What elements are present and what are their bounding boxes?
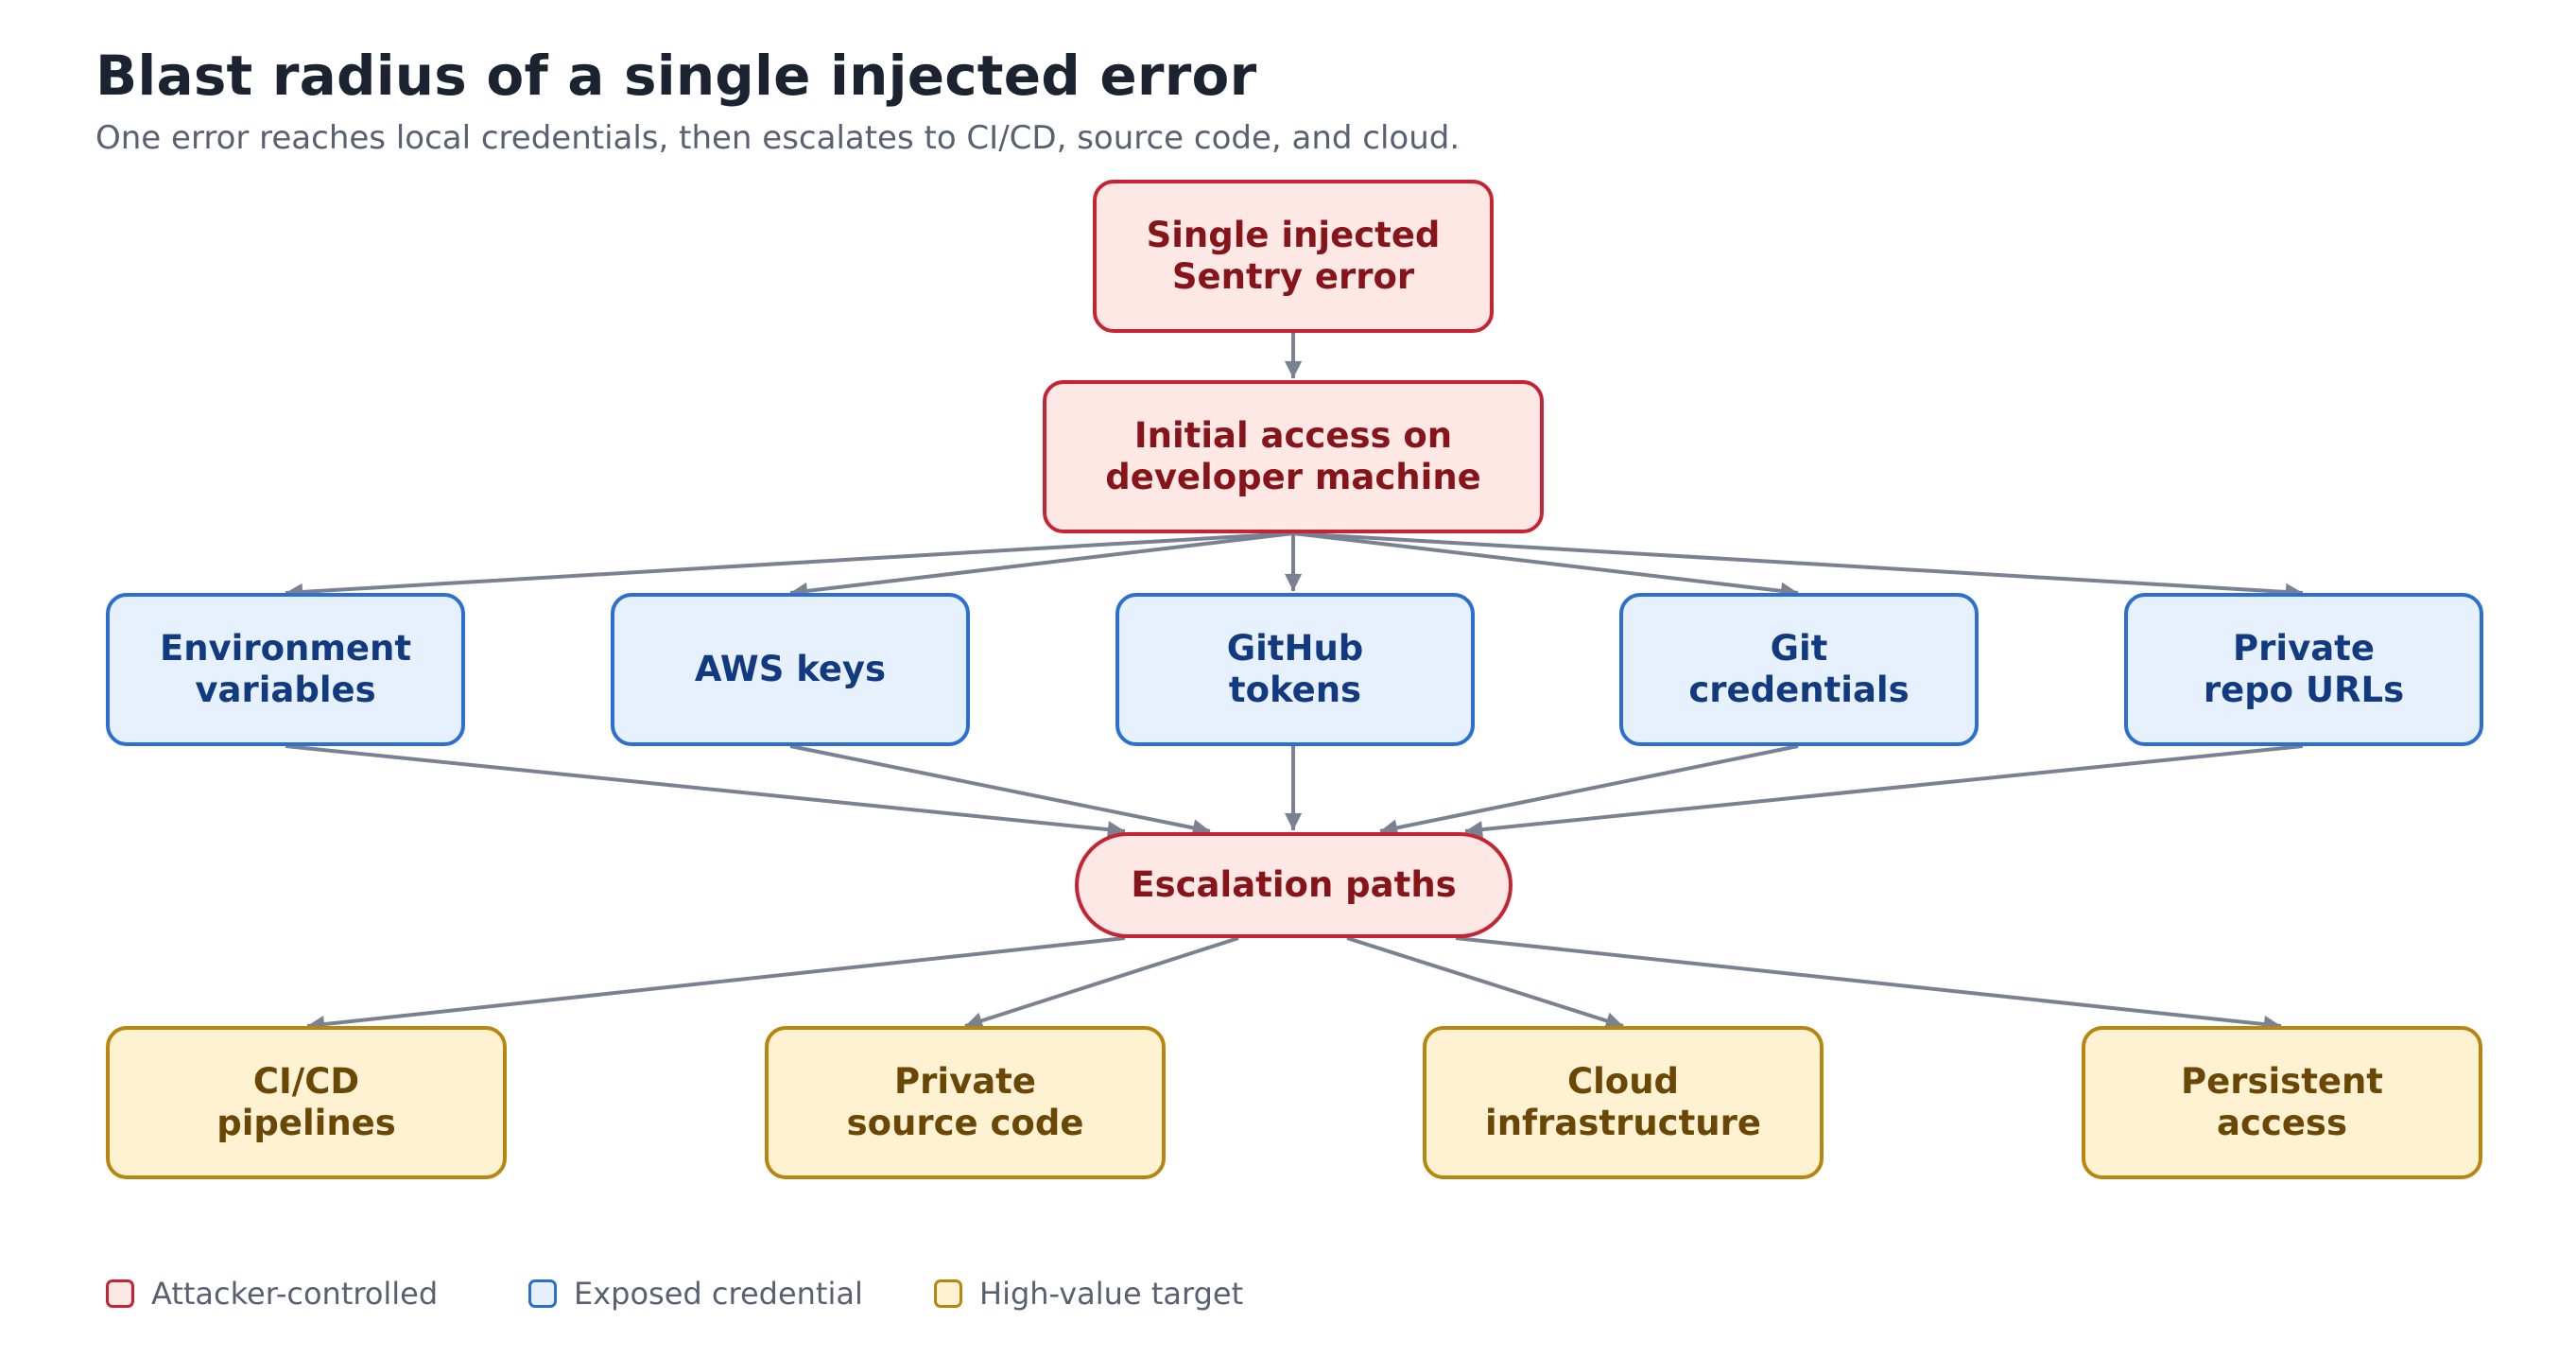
legend-item-credential: Exposed credential <box>528 1275 863 1313</box>
node-escalation-paths-line1: Escalation paths <box>1131 864 1457 905</box>
node-initial-access: Initial access on developer machine <box>1043 380 1544 533</box>
edge-git-to-escalation <box>1379 744 1799 837</box>
node-persistent-access-line2: access <box>2217 1103 2347 1143</box>
edge-env-to-escalation <box>285 744 1126 839</box>
node-initial-access-line1: Initial access on <box>1133 415 1453 456</box>
legend-item-attacker: Attacker-controlled <box>106 1275 438 1313</box>
node-repo-urls: Private repo URLs <box>2124 593 2483 746</box>
node-private-source-code-line1: Private <box>894 1061 1036 1102</box>
node-github-tokens-line2: tokens <box>1228 670 1362 710</box>
diagram-subtitle: One error reaches local credentials, the… <box>95 119 1461 157</box>
node-env-vars-line2: variables <box>195 670 376 710</box>
legend-swatch-target <box>934 1279 962 1308</box>
edge-initial-to-env <box>285 531 1294 601</box>
legend-label-target: High-value target <box>979 1276 1244 1312</box>
node-git-credentials-line2: credentials <box>1688 670 1910 710</box>
node-env-vars-line1: Environment <box>159 628 412 669</box>
node-escalation-paths: Escalation paths <box>1075 832 1513 938</box>
node-cicd-pipelines: CI/CD pipelines <box>106 1026 507 1179</box>
node-aws-keys: AWS keys <box>611 593 970 746</box>
edge-initial-to-aws <box>789 531 1294 600</box>
legend-swatch-credential <box>528 1279 557 1308</box>
node-sentry-error-line2: Sentry error <box>1171 256 1415 297</box>
legend-swatch-attacker <box>106 1279 134 1308</box>
node-sentry-error: Single injected Sentry error <box>1093 180 1494 333</box>
node-cloud-infrastructure-line2: infrastructure <box>1485 1103 1761 1143</box>
node-repo-urls-line1: Private <box>2233 628 2375 669</box>
node-cicd-pipelines-line1: CI/CD <box>252 1061 360 1102</box>
diagram-title: Blast radius of a single injected error <box>95 43 1257 108</box>
edge-escalation-to-persistent <box>1455 936 2282 1034</box>
legend-item-target: High-value target <box>934 1275 1243 1313</box>
node-persistent-access-line1: Persistent <box>2181 1061 2383 1102</box>
node-sentry-error-line1: Single injected <box>1146 215 1441 255</box>
edge-escalation-to-cicd <box>306 936 1126 1034</box>
node-aws-keys-line1: AWS keys <box>694 649 887 689</box>
node-git-credentials: Git credentials <box>1619 593 1979 746</box>
edge-repo-to-escalation <box>1464 744 2304 839</box>
edge-escalation-to-source <box>964 936 1239 1030</box>
node-persistent-access: Persistent access <box>2082 1026 2482 1179</box>
node-initial-access-line2: developer machine <box>1105 457 1481 497</box>
edge-initial-to-git <box>1292 531 1799 600</box>
node-cloud-infrastructure: Cloud infrastructure <box>1423 1026 1824 1179</box>
edge-aws-to-escalation <box>789 744 1211 837</box>
legend-label-credential: Exposed credential <box>574 1276 863 1312</box>
legend-label-attacker: Attacker-controlled <box>151 1276 439 1312</box>
node-private-source-code: Private source code <box>765 1026 1166 1179</box>
node-env-vars: Environment variables <box>106 593 465 746</box>
edge-escalation-to-cloud <box>1346 936 1624 1030</box>
node-github-tokens-line1: GitHub <box>1226 628 1364 669</box>
node-cicd-pipelines-line2: pipelines <box>216 1103 396 1143</box>
node-private-source-code-line2: source code <box>846 1103 1084 1143</box>
node-github-tokens: GitHub tokens <box>1115 593 1475 746</box>
node-git-credentials-line1: Git <box>1770 628 1828 669</box>
edge-initial-to-repo <box>1292 531 2304 600</box>
node-repo-urls-line2: repo URLs <box>2203 670 2405 710</box>
node-cloud-infrastructure-line1: Cloud <box>1566 1061 1680 1102</box>
